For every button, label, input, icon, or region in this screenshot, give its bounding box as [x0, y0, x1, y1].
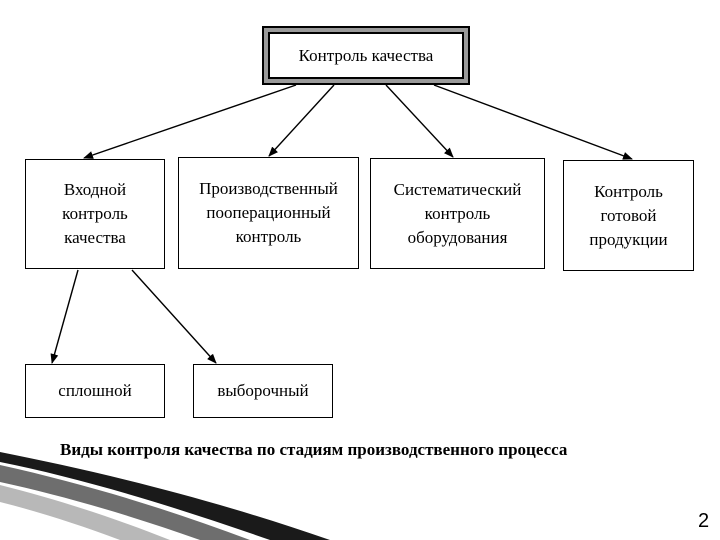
subtype-node-label: выборочный [217, 381, 309, 400]
stage-node-input-control: Входной контроль качества [25, 159, 165, 269]
subtype-node-continuous: сплошной [25, 364, 165, 418]
arrow-root-to-input-control [83, 84, 297, 159]
stage-node-label: Систематический контроль оборудования [393, 179, 522, 247]
stage-node-label: Входной контроль качества [62, 180, 128, 247]
arrow-root-to-production-control [268, 84, 335, 157]
arrow-input-to-continuous [50, 269, 79, 364]
arrow-input-to-sampling [131, 269, 217, 364]
stage-node-equipment-control: Систематический контроль оборудования [370, 158, 545, 269]
arrow-root-to-finished-product-control [433, 84, 633, 160]
subtype-node-label: сплошной [58, 381, 132, 400]
root-node-label: Контроль качества [298, 45, 434, 65]
page-number: 2 [698, 510, 710, 532]
stage-node-label: Контроль готовой продукции [589, 181, 668, 249]
decorative-swoosh [0, 452, 330, 540]
stage-node-finished-product-control: Контроль готовой продукции [563, 160, 694, 271]
stage-node-label: Производственный пооперационный контроль [199, 179, 338, 246]
diagram-caption: Виды контроля качества по стадиям произв… [60, 440, 568, 459]
arrow-root-to-equipment-control [385, 84, 454, 158]
root-node-quality-control: Контроль качества [262, 26, 470, 85]
subtype-node-sampling: выборочный [193, 364, 333, 418]
stage-node-production-control: Производственный пооперационный контроль [178, 157, 359, 269]
